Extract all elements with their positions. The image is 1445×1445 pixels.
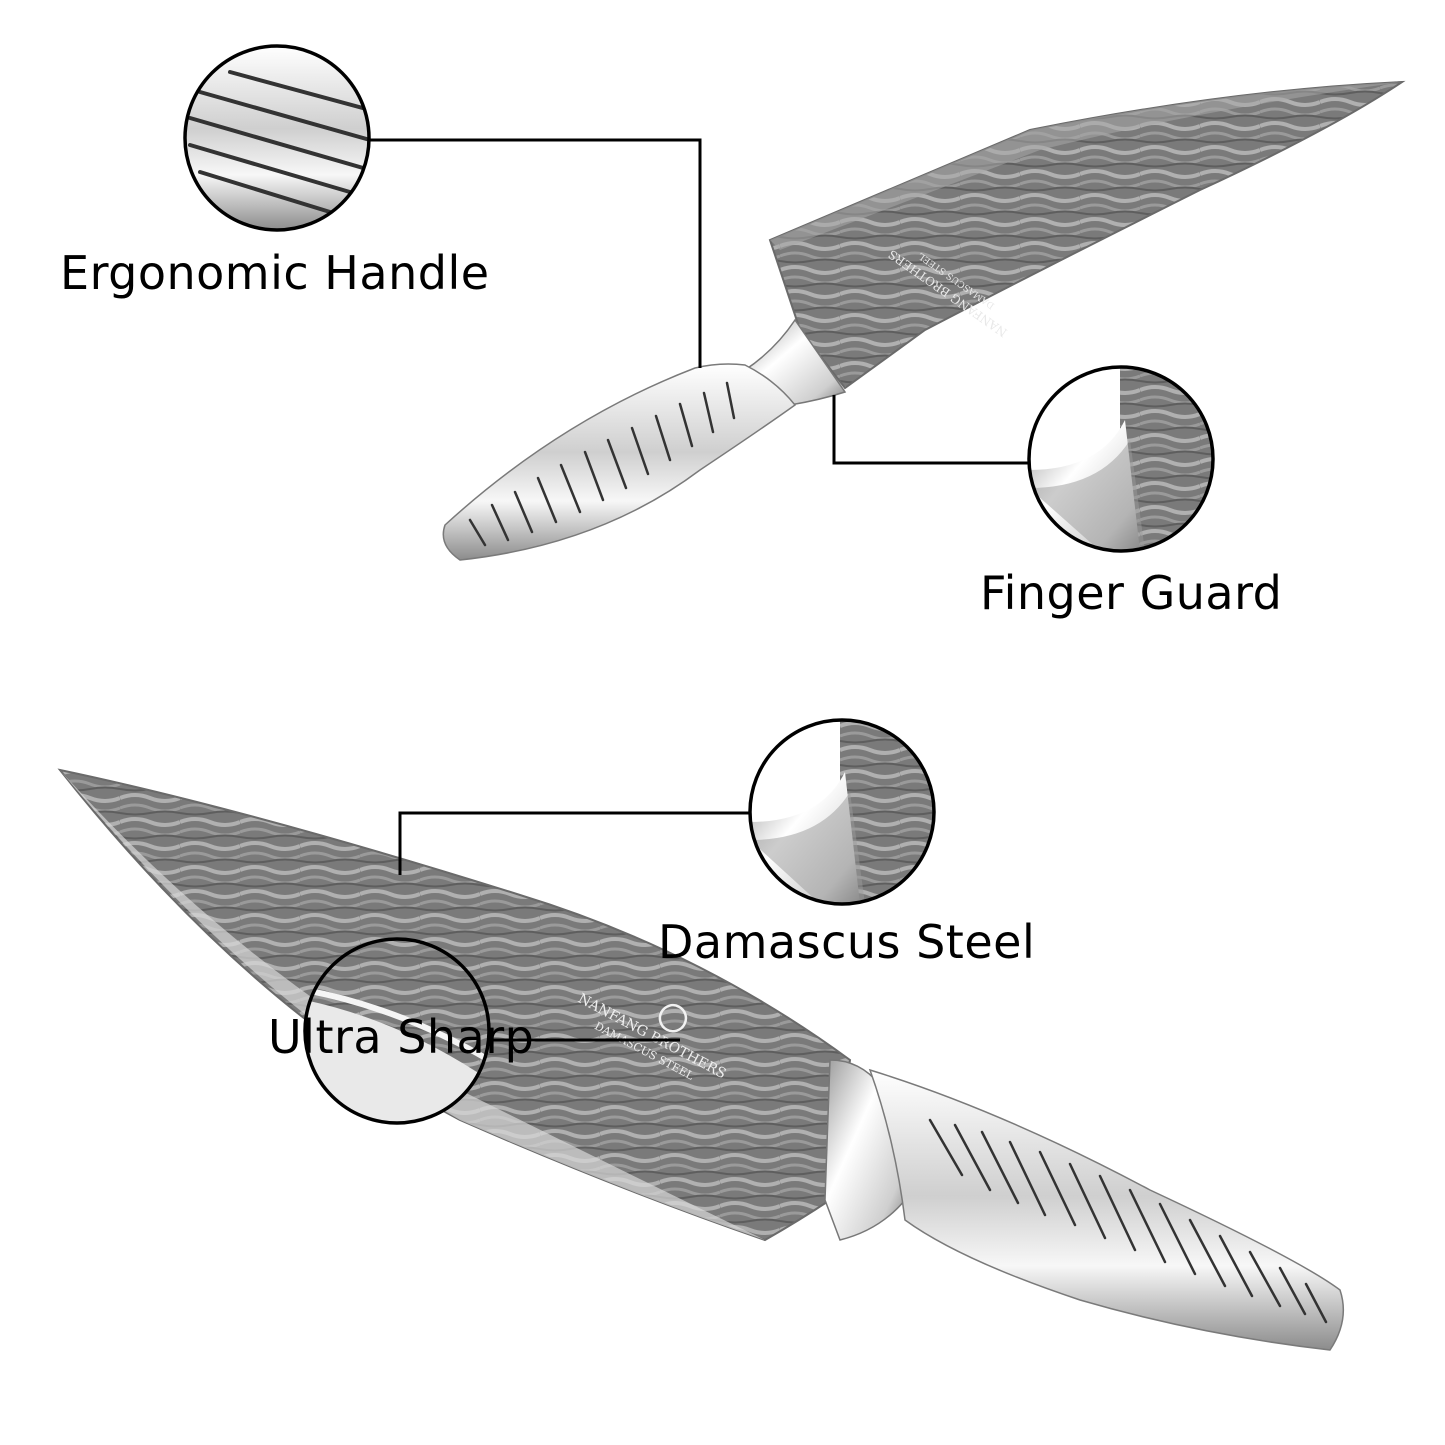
- top-handle-grooves: [468, 381, 736, 547]
- label-finger-guard: Finger Guard: [980, 566, 1283, 620]
- bottom-handle-grooves: [928, 1118, 1328, 1324]
- bottom-knife-handle: [868, 1068, 1345, 1351]
- bottom-knife: NANFANG BROTHERS DAMASCUS STEEL: [57, 768, 1345, 1351]
- leader-guard: [832, 395, 1029, 465]
- detail-circle-sharp: [303, 937, 491, 1125]
- leader-damascus: [398, 811, 750, 875]
- leader-lines: [369, 138, 1029, 1042]
- top-knife: NANFANG BROTHERS DAMASCUS STEEL: [442, 80, 1406, 561]
- label-ergonomic-handle: Ergonomic Handle: [60, 246, 490, 300]
- detail-circle-damascus: [748, 718, 936, 906]
- label-damascus-steel: Damascus Steel: [658, 915, 1036, 969]
- top-knife-handle: [442, 363, 797, 561]
- label-ultra-sharp: Ultra Sharp: [268, 1010, 535, 1064]
- leader-handle: [369, 138, 702, 368]
- detail-circle-handle: [183, 44, 371, 232]
- detail-circle-guard: [1027, 365, 1215, 553]
